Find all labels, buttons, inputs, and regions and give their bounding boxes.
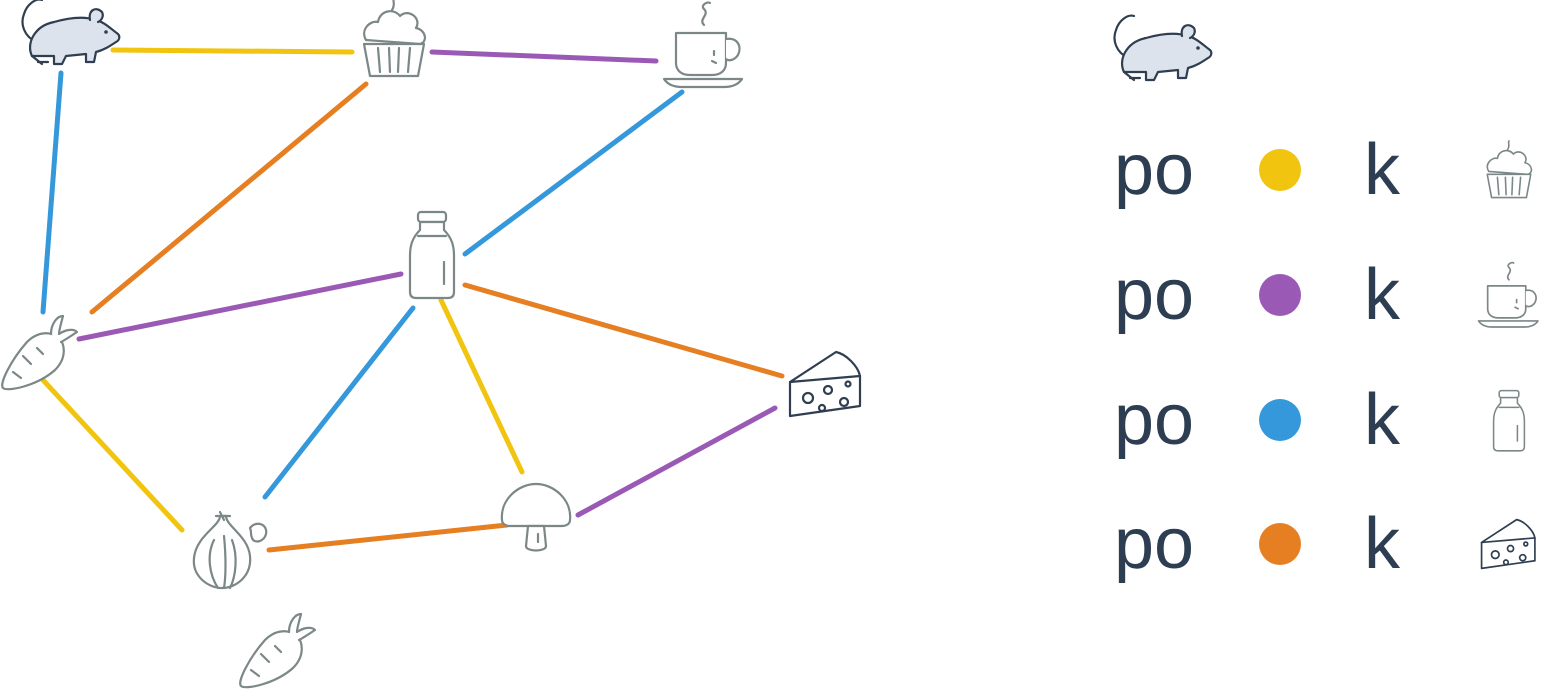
legend-prefix: po xyxy=(1114,130,1194,210)
legend-color-dot xyxy=(1259,399,1301,441)
mouse-icon xyxy=(1113,14,1213,82)
legend-suffix: k xyxy=(1364,255,1401,335)
milk-bottle-icon xyxy=(408,210,456,300)
garlic-icon xyxy=(192,510,268,590)
legend-prefix: po xyxy=(1114,504,1194,584)
legend-color-dot xyxy=(1259,149,1301,191)
legend-color-dot xyxy=(1259,274,1301,316)
edge-cupcake-coffee xyxy=(429,49,659,64)
legend-color-dot xyxy=(1259,523,1301,565)
mushroom-icon xyxy=(500,482,572,552)
cupcake-icon xyxy=(362,0,427,78)
legend-row: po k xyxy=(1114,255,1539,335)
edge-milk-garlic xyxy=(262,305,416,500)
edge-milk-cheese xyxy=(462,282,785,379)
edge-carrot-milk xyxy=(76,271,404,342)
legend-suffix: k xyxy=(1364,130,1401,210)
edge-mouse-cupcake xyxy=(110,47,355,55)
edge-milk-mushroom xyxy=(438,297,525,475)
legend-row: po k xyxy=(1114,504,1536,584)
edge-garlic-mushroom xyxy=(266,522,510,553)
legend-row: po k xyxy=(1114,380,1526,460)
legend-prefix: po xyxy=(1114,380,1194,460)
milk-bottle-icon xyxy=(1492,389,1526,452)
legend: po k po k po k po k xyxy=(1113,14,1539,584)
legend-suffix: k xyxy=(1364,380,1401,460)
edge-cupcake-carrot xyxy=(89,81,369,315)
legend-suffix: k xyxy=(1364,504,1401,584)
edge-carrot-garlic xyxy=(40,377,185,533)
cheese-icon xyxy=(788,350,862,418)
edge-coffee-milk xyxy=(462,89,685,257)
legend-prefix: po xyxy=(1114,255,1194,335)
cupcake-icon xyxy=(1486,140,1533,199)
edge-mouse-carrot xyxy=(40,70,64,315)
carrot-icon xyxy=(1,314,79,391)
carrot-icon xyxy=(239,612,317,689)
cheese-icon xyxy=(1480,518,1536,570)
nodes-layer xyxy=(1,0,862,689)
coffee-cup-icon xyxy=(1477,261,1539,328)
coffee-cup-icon xyxy=(662,1,744,89)
legend-row: po k xyxy=(1114,130,1533,210)
edges-layer xyxy=(40,47,785,553)
mouse-icon xyxy=(21,0,121,66)
edge-mushroom-cheese xyxy=(575,405,778,518)
